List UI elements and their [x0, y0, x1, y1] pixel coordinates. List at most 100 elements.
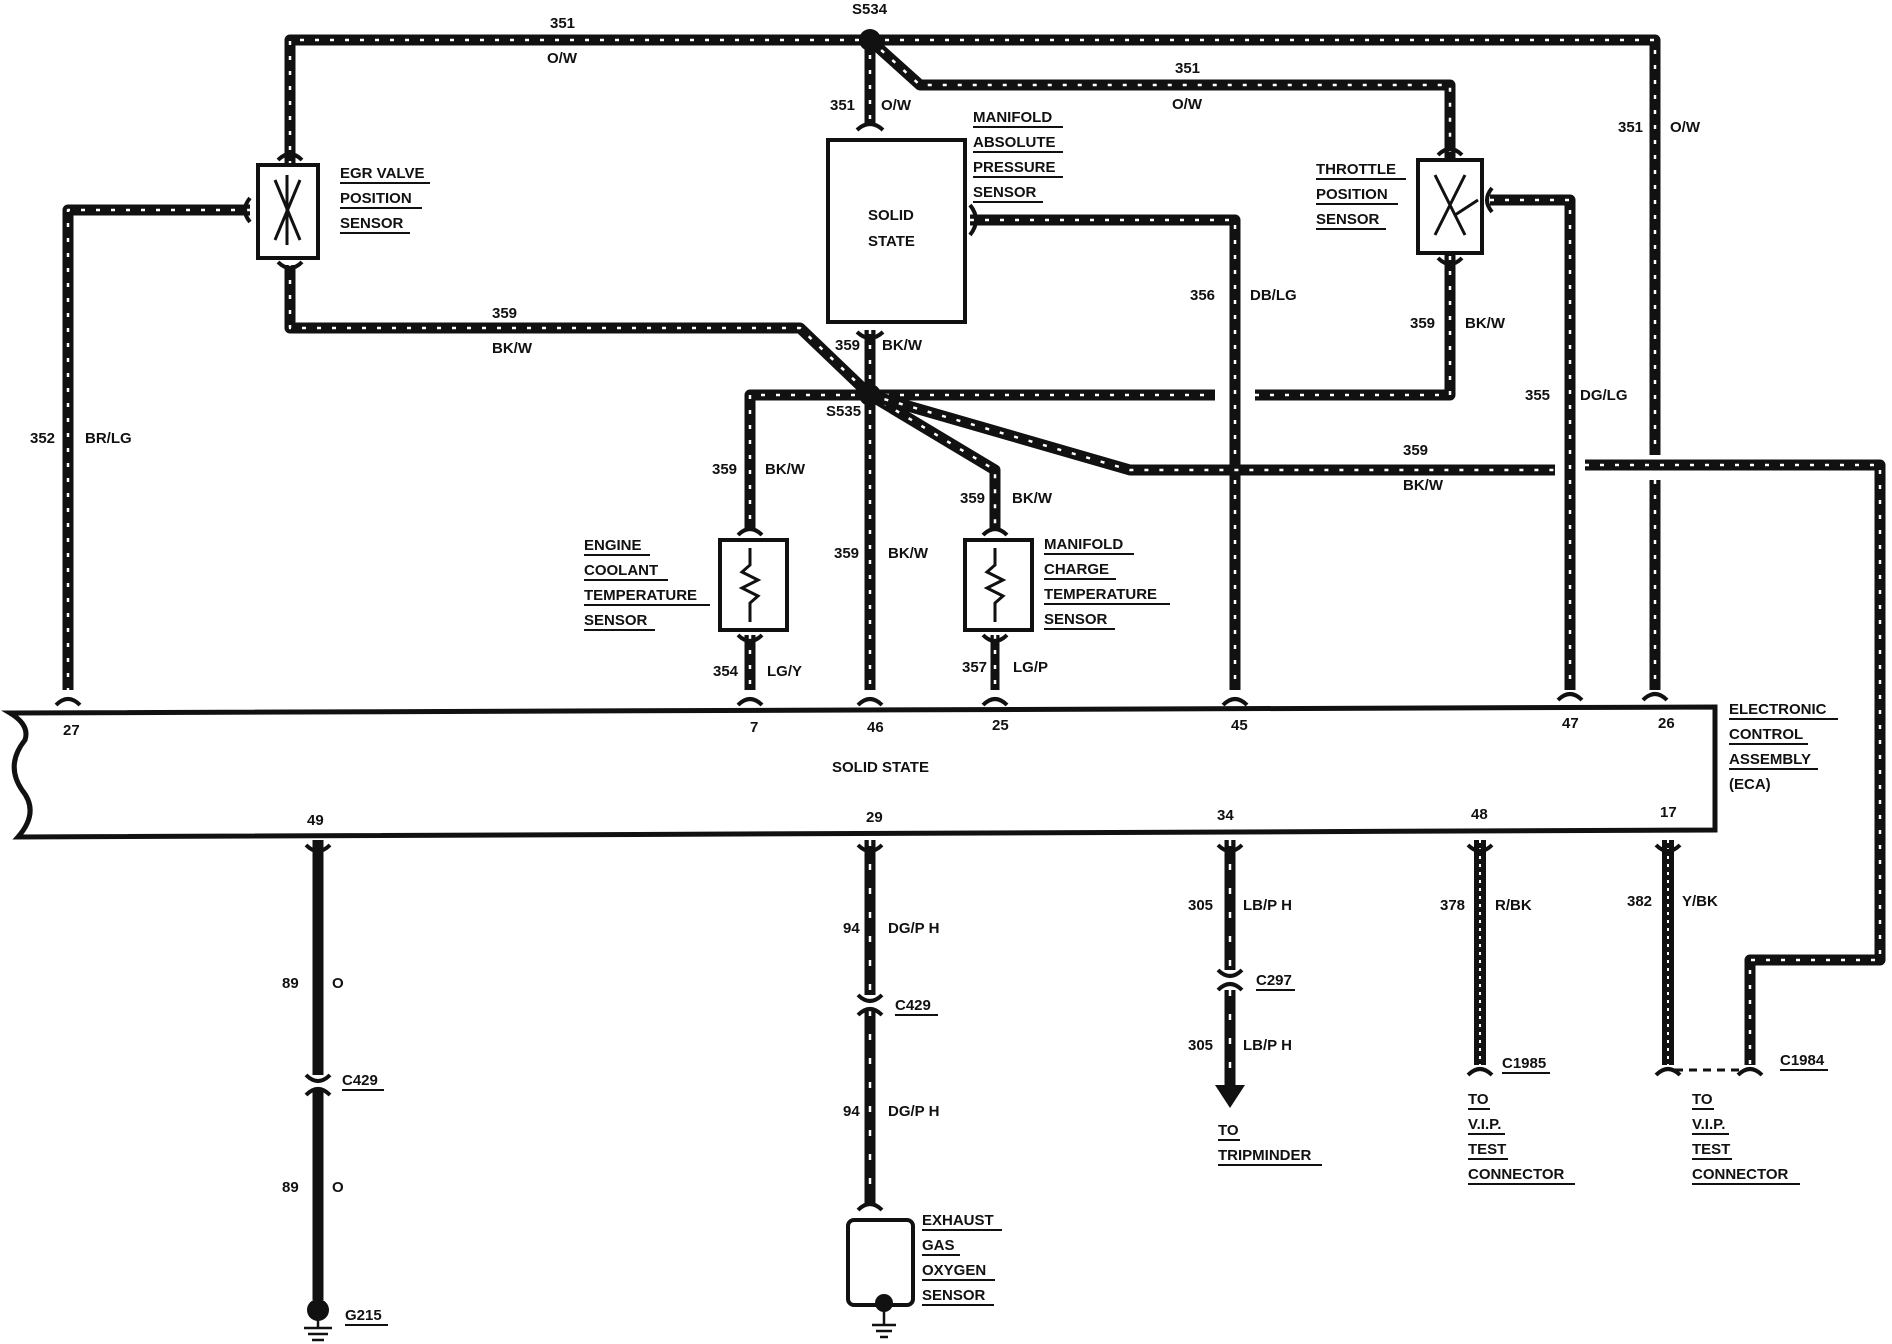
svg-text:ELECTRONIC: ELECTRONIC [1729, 701, 1827, 718]
ect-label: ENGINE COOLANT TEMPERATURE SENSOR [584, 537, 710, 631]
tripminder-arrow-icon [1215, 1085, 1245, 1108]
w378-col: R/BK [1495, 897, 1532, 914]
wire-351-tps [866, 35, 1456, 158]
pin-45: 45 [1231, 717, 1248, 734]
svg-text:TO: TO [1692, 1091, 1713, 1108]
svg-text:V.I.P.: V.I.P. [1468, 1116, 1501, 1133]
pin-7: 7 [750, 719, 758, 736]
svg-text:COOLANT: COOLANT [584, 562, 658, 579]
ground-g215-label: G215 [345, 1307, 382, 1324]
wire-355 [1490, 194, 1576, 690]
w357-col: LG/P [1013, 659, 1048, 676]
splice-s535-label: S535 [826, 403, 861, 420]
w382-num: 382 [1627, 893, 1652, 910]
connector-c1984: C1984 [1780, 1052, 1825, 1069]
w351-top-col: O/W [547, 50, 578, 67]
svg-text:CHARGE: CHARGE [1044, 561, 1109, 578]
wire-359-egr [284, 265, 874, 399]
svg-text:SENSOR: SENSOR [973, 184, 1037, 201]
w305b-col: LB/P H [1243, 1037, 1292, 1054]
egr-label: EGR VALVE POSITION SENSOR [340, 165, 430, 234]
w305a-num: 305 [1188, 897, 1213, 914]
w359-ect-col: BK/W [765, 461, 806, 478]
connector-c429-right: C429 [895, 997, 931, 1014]
ego-label: EXHAUST GAS OXYGEN SENSOR [922, 1212, 1002, 1306]
w359-46-num: 359 [834, 545, 859, 562]
w354-col: LG/Y [767, 663, 802, 680]
inline-connectors [304, 968, 1764, 1097]
tripminder-label: TO TRIPMINDER [1218, 1122, 1322, 1166]
w351-right-col: O/W [1670, 119, 1701, 136]
svg-text:ENGINE: ENGINE [584, 537, 642, 554]
eca-label: ELECTRONIC CONTROL ASSEMBLY (ECA) [1729, 701, 1838, 793]
vip-connector-2-label: TO V.I.P. TEST CONNECTOR [1692, 1091, 1800, 1185]
w351-top-num: 351 [550, 15, 575, 32]
w359-egr-num: 359 [492, 305, 517, 322]
svg-text:GAS: GAS [922, 1237, 955, 1254]
svg-text:MANIFOLD: MANIFOLD [973, 109, 1052, 126]
w359-ect-num: 359 [712, 461, 737, 478]
map-label: MANIFOLD ABSOLUTE PRESSURE SENSOR [973, 109, 1063, 203]
svg-text:EGR VALVE: EGR VALVE [340, 165, 424, 182]
svg-text:SENSOR: SENSOR [1316, 211, 1380, 228]
eca-top-pin-connectors [54, 692, 1669, 707]
svg-text:POSITION: POSITION [340, 190, 412, 207]
w351-mid-col: O/W [881, 97, 912, 114]
svg-text:PRESSURE: PRESSURE [973, 159, 1056, 176]
svg-text:MANIFOLD: MANIFOLD [1044, 536, 1123, 553]
throttle-position-sensor [1416, 147, 1494, 266]
w359-long-num: 359 [1403, 442, 1428, 459]
splice-s535-dot [859, 384, 881, 406]
vip-connector-1-label: TO V.I.P. TEST CONNECTOR [1468, 1091, 1575, 1185]
w94a-col: DG/P H [888, 920, 939, 937]
map-body-line1: SOLID [868, 207, 914, 224]
w359-46-col: BK/W [888, 545, 929, 562]
svg-text:CONNECTOR: CONNECTOR [1468, 1166, 1565, 1183]
w359-mct-num: 359 [960, 490, 985, 507]
pin-17: 17 [1660, 804, 1677, 821]
wire-359-tps [870, 255, 1456, 401]
svg-text:TO: TO [1468, 1091, 1489, 1108]
pin-34: 34 [1217, 807, 1234, 824]
ect-sensor [718, 527, 789, 643]
pin-27: 27 [63, 722, 80, 739]
mct-label: MANIFOLD CHARGE TEMPERATURE SENSOR [1044, 536, 1170, 630]
w89b-col: O [332, 1179, 344, 1196]
w359-egr-col: BK/W [492, 340, 533, 357]
w354-num: 354 [713, 663, 739, 680]
svg-text:SENSOR: SENSOR [922, 1287, 986, 1304]
w359-mct-col: BK/W [1012, 490, 1053, 507]
splice-s534-dot [859, 29, 881, 51]
svg-text:TRIPMINDER: TRIPMINDER [1218, 1147, 1312, 1164]
wire-356 [970, 214, 1241, 690]
svg-text:ASSEMBLY: ASSEMBLY [1729, 751, 1811, 768]
pin-48: 48 [1471, 806, 1488, 823]
w94b-num: 94 [843, 1103, 860, 1120]
svg-text:SENSOR: SENSOR [340, 215, 404, 232]
w355-num: 355 [1525, 387, 1550, 404]
svg-text:THROTTLE: THROTTLE [1316, 161, 1396, 178]
w356-col: DB/LG [1250, 287, 1297, 304]
w359-tps-num: 359 [1410, 315, 1435, 332]
svg-text:TEST: TEST [1468, 1141, 1506, 1158]
wire-359-long [868, 389, 1886, 1065]
svg-text:SENSOR: SENSOR [1044, 611, 1108, 628]
connector-c429-left: C429 [342, 1072, 378, 1089]
svg-text:ABSOLUTE: ABSOLUTE [973, 134, 1056, 151]
w351-mid-num: 351 [830, 97, 855, 114]
eca-module [1, 704, 1718, 840]
w89a-col: O [332, 975, 344, 992]
ground-symbol-g215 [304, 1299, 332, 1342]
w356-num: 356 [1190, 287, 1215, 304]
w382-col: Y/BK [1682, 893, 1718, 910]
eca-body-label: SOLID STATE [832, 759, 929, 776]
mct-sensor [963, 527, 1034, 643]
w357-num: 357 [962, 659, 987, 676]
tps-label: THROTTLE POSITION SENSOR [1316, 161, 1406, 230]
svg-text:CONNECTOR: CONNECTOR [1692, 1166, 1789, 1183]
splice-s534-label: S534 [852, 1, 888, 18]
w351-right-num: 351 [1618, 119, 1643, 136]
w351-tps-col: O/W [1172, 96, 1203, 113]
w359-long-col: BK/W [1403, 477, 1444, 494]
